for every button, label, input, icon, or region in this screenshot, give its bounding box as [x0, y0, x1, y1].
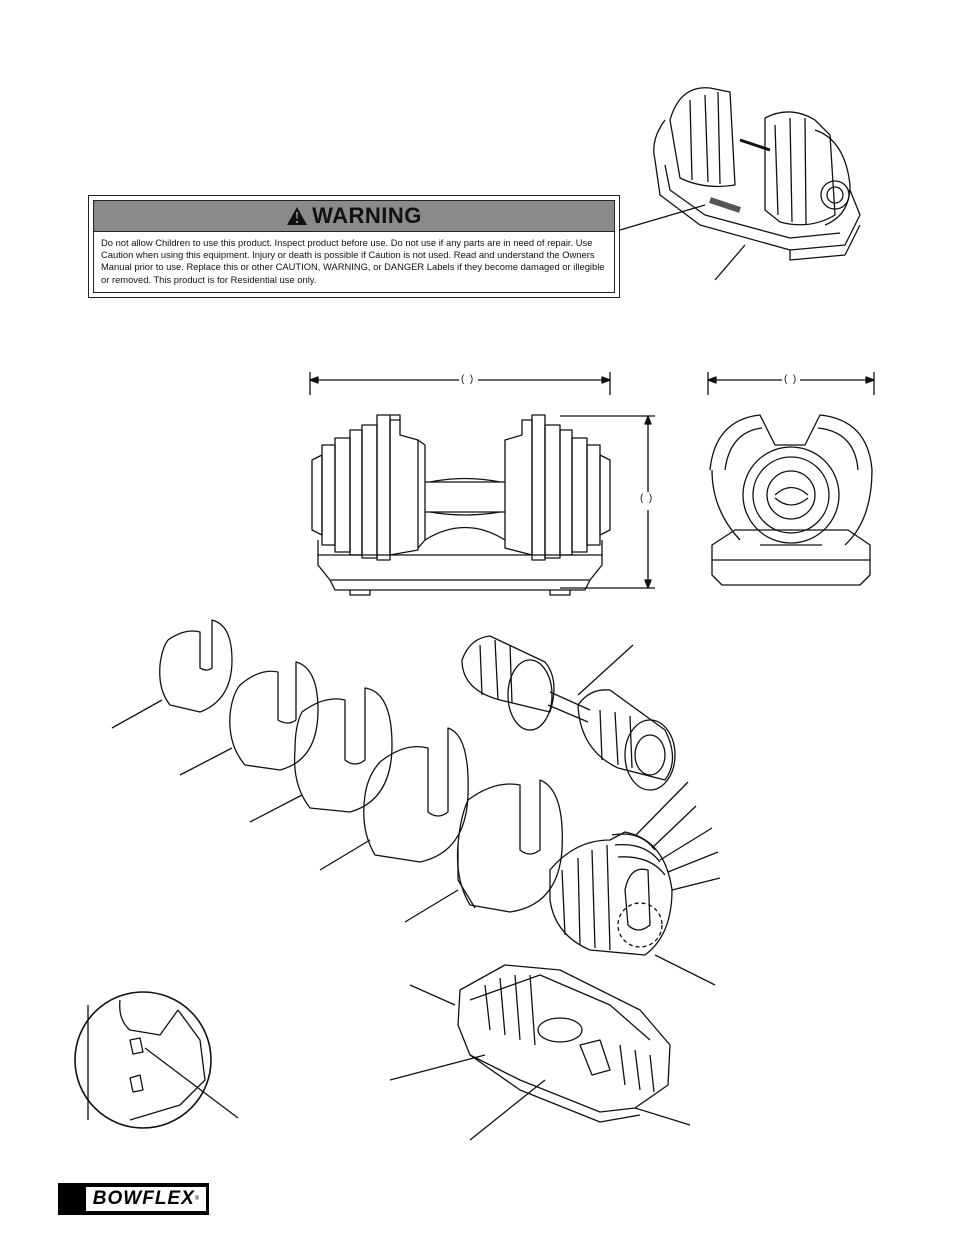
cradle-leader	[714, 244, 746, 281]
warning-title: WARNING	[312, 203, 422, 228]
depth-dimension-label: ( )	[782, 374, 799, 385]
warning-text: Do not allow Children to use this produc…	[101, 237, 605, 285]
width-dimension-label: ( )	[459, 374, 476, 385]
warning-label: WARNING Do not allow Children to use thi…	[88, 195, 620, 298]
front-view-drawing	[309, 372, 655, 596]
handle-assembly-drawing	[461, 635, 676, 791]
detail-circle-drawing	[74, 991, 239, 1129]
bowflex-logo: BOWFLEX®	[58, 1183, 209, 1215]
base-cradle-drawing	[389, 964, 691, 1141]
warning-label-leader	[619, 204, 706, 231]
dumbbell-in-cradle-drawing	[653, 87, 861, 261]
exploded-plates-drawing	[111, 619, 563, 923]
weight-stack-drawing	[549, 781, 721, 986]
logo-text: BOWFLEX	[92, 1188, 195, 1209]
side-view-drawing	[707, 372, 875, 586]
logo-trademark: ®	[194, 1196, 200, 1202]
warning-header: WARNING	[94, 201, 614, 232]
warning-triangle-icon	[287, 207, 308, 225]
height-dimension-label: ( )	[638, 493, 655, 504]
